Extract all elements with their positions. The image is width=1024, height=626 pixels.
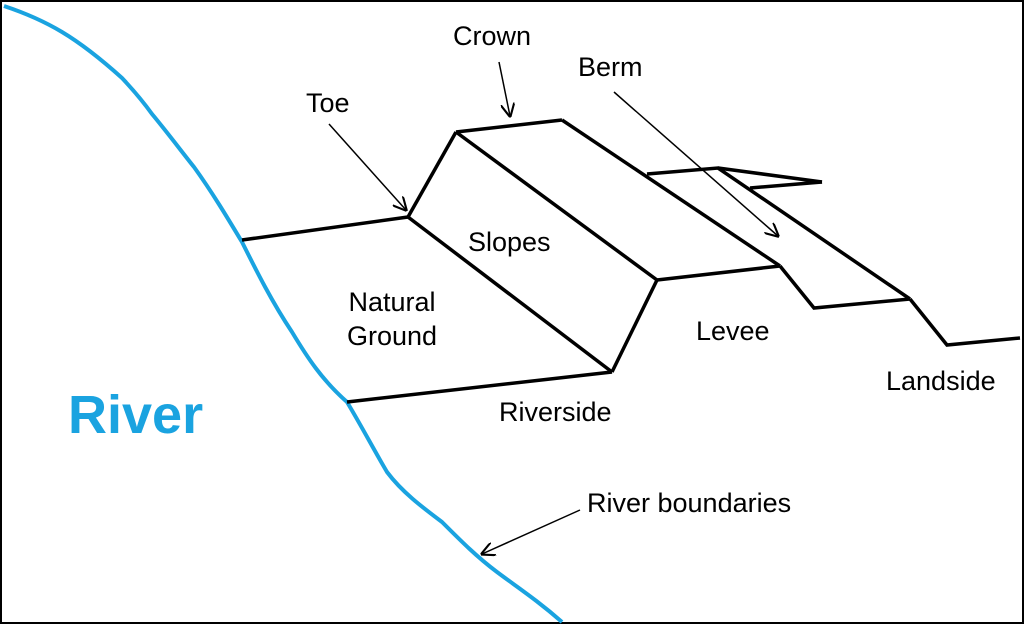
river-boundaries-label: River boundaries <box>587 488 792 518</box>
natural-ground-label: Natural Ground <box>347 286 437 354</box>
landside-label: Landside <box>886 366 996 396</box>
levee-outline <box>241 118 1021 404</box>
pointer-arrows <box>328 61 778 554</box>
natural-ground-line2: Ground <box>347 320 438 351</box>
toe-arrow <box>328 123 406 210</box>
berm-arrow <box>613 91 778 236</box>
slopes-label: Slopes <box>468 227 551 257</box>
berm-label: Berm <box>578 52 643 82</box>
crown-arrow <box>498 61 510 116</box>
levee-label: Levee <box>696 316 770 346</box>
crown-label: Crown <box>453 21 532 51</box>
natural-ground-line1: Natural <box>348 287 436 317</box>
toe-label: Toe <box>306 88 350 118</box>
river-label: River <box>68 385 204 445</box>
riverside-label: Riverside <box>499 397 612 427</box>
river-boundary-line <box>3 4 564 624</box>
river-boundaries-arrow <box>482 509 581 554</box>
